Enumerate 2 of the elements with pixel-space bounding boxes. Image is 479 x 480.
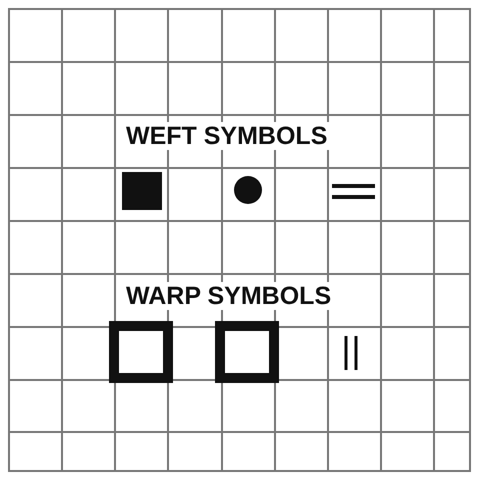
- section-heading: WEFT SYMBOLS: [124, 122, 330, 150]
- section-heading: WARP SYMBOLS: [124, 282, 334, 310]
